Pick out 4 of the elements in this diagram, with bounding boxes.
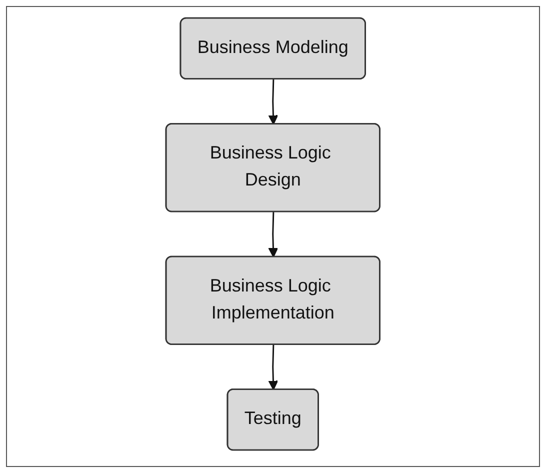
frame: Business Modeling Business Logic Design Business Logic Implementation Testing <box>6 6 540 467</box>
arrow <box>268 344 278 390</box>
arrow <box>268 79 278 125</box>
arrow <box>268 212 278 258</box>
